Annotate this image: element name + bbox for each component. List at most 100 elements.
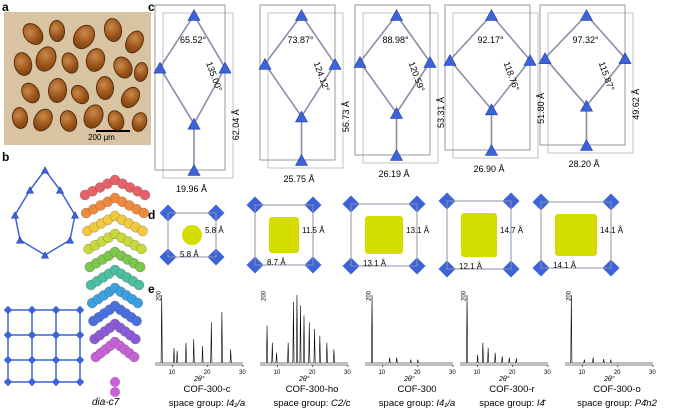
pxrd-trace <box>260 294 348 364</box>
net-node <box>51 377 61 387</box>
width-label: 26.19 Å <box>379 169 410 179</box>
space-group-5: space group: P4̄n2 <box>557 398 677 409</box>
linker <box>544 57 588 107</box>
tetrahedron-node <box>523 54 537 66</box>
space-group-prefix: space group: <box>577 398 635 409</box>
angle1-label: 97.32° <box>573 35 600 45</box>
pore-frame <box>540 201 612 269</box>
net-node <box>75 330 85 340</box>
tetrahedron-node <box>579 138 594 151</box>
linker <box>193 14 226 69</box>
crystal-grain <box>29 105 57 135</box>
tetrahedron-node <box>294 110 309 123</box>
pore-row: 5.8 Å5.8 Å8.7 Å11.5 Å13.1 Å13.1 Å12.1 Å1… <box>159 192 624 278</box>
space-group-symbol: P4̄n2 <box>634 398 657 409</box>
pore-height-label: 5.8 Å <box>205 226 224 235</box>
tetrahedron-node <box>484 143 499 156</box>
pore-shape <box>555 214 597 256</box>
tetrahedron-node <box>187 8 201 21</box>
linker <box>585 57 626 107</box>
pore-height-label: 11.5 Å <box>302 226 325 235</box>
panel-a-letter: a <box>2 0 9 14</box>
net-node <box>3 377 13 387</box>
net-node <box>40 166 50 174</box>
angle1-label: 88.98° <box>383 35 410 45</box>
net-node <box>51 330 61 340</box>
pxrd-trace <box>460 294 548 364</box>
net-node <box>55 186 65 194</box>
x-tick-label: 30 <box>344 370 351 376</box>
x-tick-label: 30 <box>239 370 246 376</box>
angle2-label: 120.59° <box>407 60 427 93</box>
pore-width-label: 13.1 Å <box>363 259 387 268</box>
net-sphere <box>135 261 146 273</box>
x-tick-label: 10 <box>169 370 176 376</box>
linker <box>300 14 336 65</box>
pore-frame <box>350 203 418 267</box>
crystal-grain <box>57 108 80 134</box>
net-node <box>51 355 61 365</box>
linker <box>490 59 531 110</box>
tetrahedron-node <box>218 61 232 74</box>
linker <box>395 14 431 63</box>
tetrahedron-node <box>294 8 309 21</box>
cell-box <box>539 4 626 146</box>
space-group-symbol: C2/c <box>331 398 351 409</box>
crystal-grain <box>102 16 124 44</box>
panel-c-letter: c <box>148 0 155 14</box>
pore-4: 12.1 Å14.7 Å <box>438 192 524 278</box>
panel-e-letter: e <box>148 282 155 296</box>
linker <box>264 63 303 118</box>
scale-bar <box>96 130 130 132</box>
x-tick-label: 10 <box>474 370 481 376</box>
net-sphere <box>130 333 141 345</box>
net-node <box>27 305 37 315</box>
space-group-prefix: space group: <box>273 398 332 409</box>
linker <box>544 14 588 59</box>
cell-box-back <box>267 12 344 169</box>
height-label: 53.31 Å <box>436 97 446 128</box>
scale-bar-label: 200 μm <box>88 133 115 142</box>
crystal-grain <box>18 19 48 49</box>
crystal-micrograph: 200 μm <box>4 12 151 145</box>
cof-name-3: COF-300 <box>397 384 437 395</box>
pore-shape <box>461 213 497 257</box>
net-node <box>3 355 13 365</box>
peak-label: 200 <box>367 290 373 301</box>
pore-frame <box>446 200 512 270</box>
cell-box <box>354 4 431 156</box>
crystal-grain <box>31 43 61 75</box>
unit-cell-2: 73.87°124.12°56.73 Å25.75 Å <box>258 4 351 184</box>
tetrahedron-node <box>484 8 499 21</box>
angle1-label: 92.17° <box>478 35 505 45</box>
tetrahedron-node <box>538 52 552 64</box>
net-node <box>75 355 85 365</box>
net-node <box>25 186 35 194</box>
linker <box>449 14 493 61</box>
pore-width-label: 14.1 Å <box>553 261 577 270</box>
cell-box <box>154 4 226 171</box>
net-sphere <box>131 315 142 327</box>
cell-box-back <box>162 12 234 179</box>
crystal-grain <box>10 105 30 131</box>
x-tick-label: 20 <box>309 370 316 376</box>
angle1-label: 65.52° <box>180 35 207 45</box>
net-sphere <box>137 225 148 237</box>
tetrahedron-node <box>258 57 272 70</box>
net-sphere <box>132 297 143 309</box>
net-sphere <box>110 387 120 397</box>
space-group-4: space group: I4̄ <box>452 398 572 409</box>
x-axis-label: 2θ° <box>603 375 615 383</box>
linker <box>395 61 431 114</box>
linker <box>585 14 626 59</box>
linker <box>359 14 398 63</box>
crystal-grain <box>132 60 150 84</box>
tetrahedron-node <box>484 103 499 116</box>
crystal-grain <box>121 27 148 57</box>
space-group-symbol: I4̄ <box>536 398 545 409</box>
width-label: 25.75 Å <box>284 174 315 184</box>
net-node <box>75 377 85 387</box>
